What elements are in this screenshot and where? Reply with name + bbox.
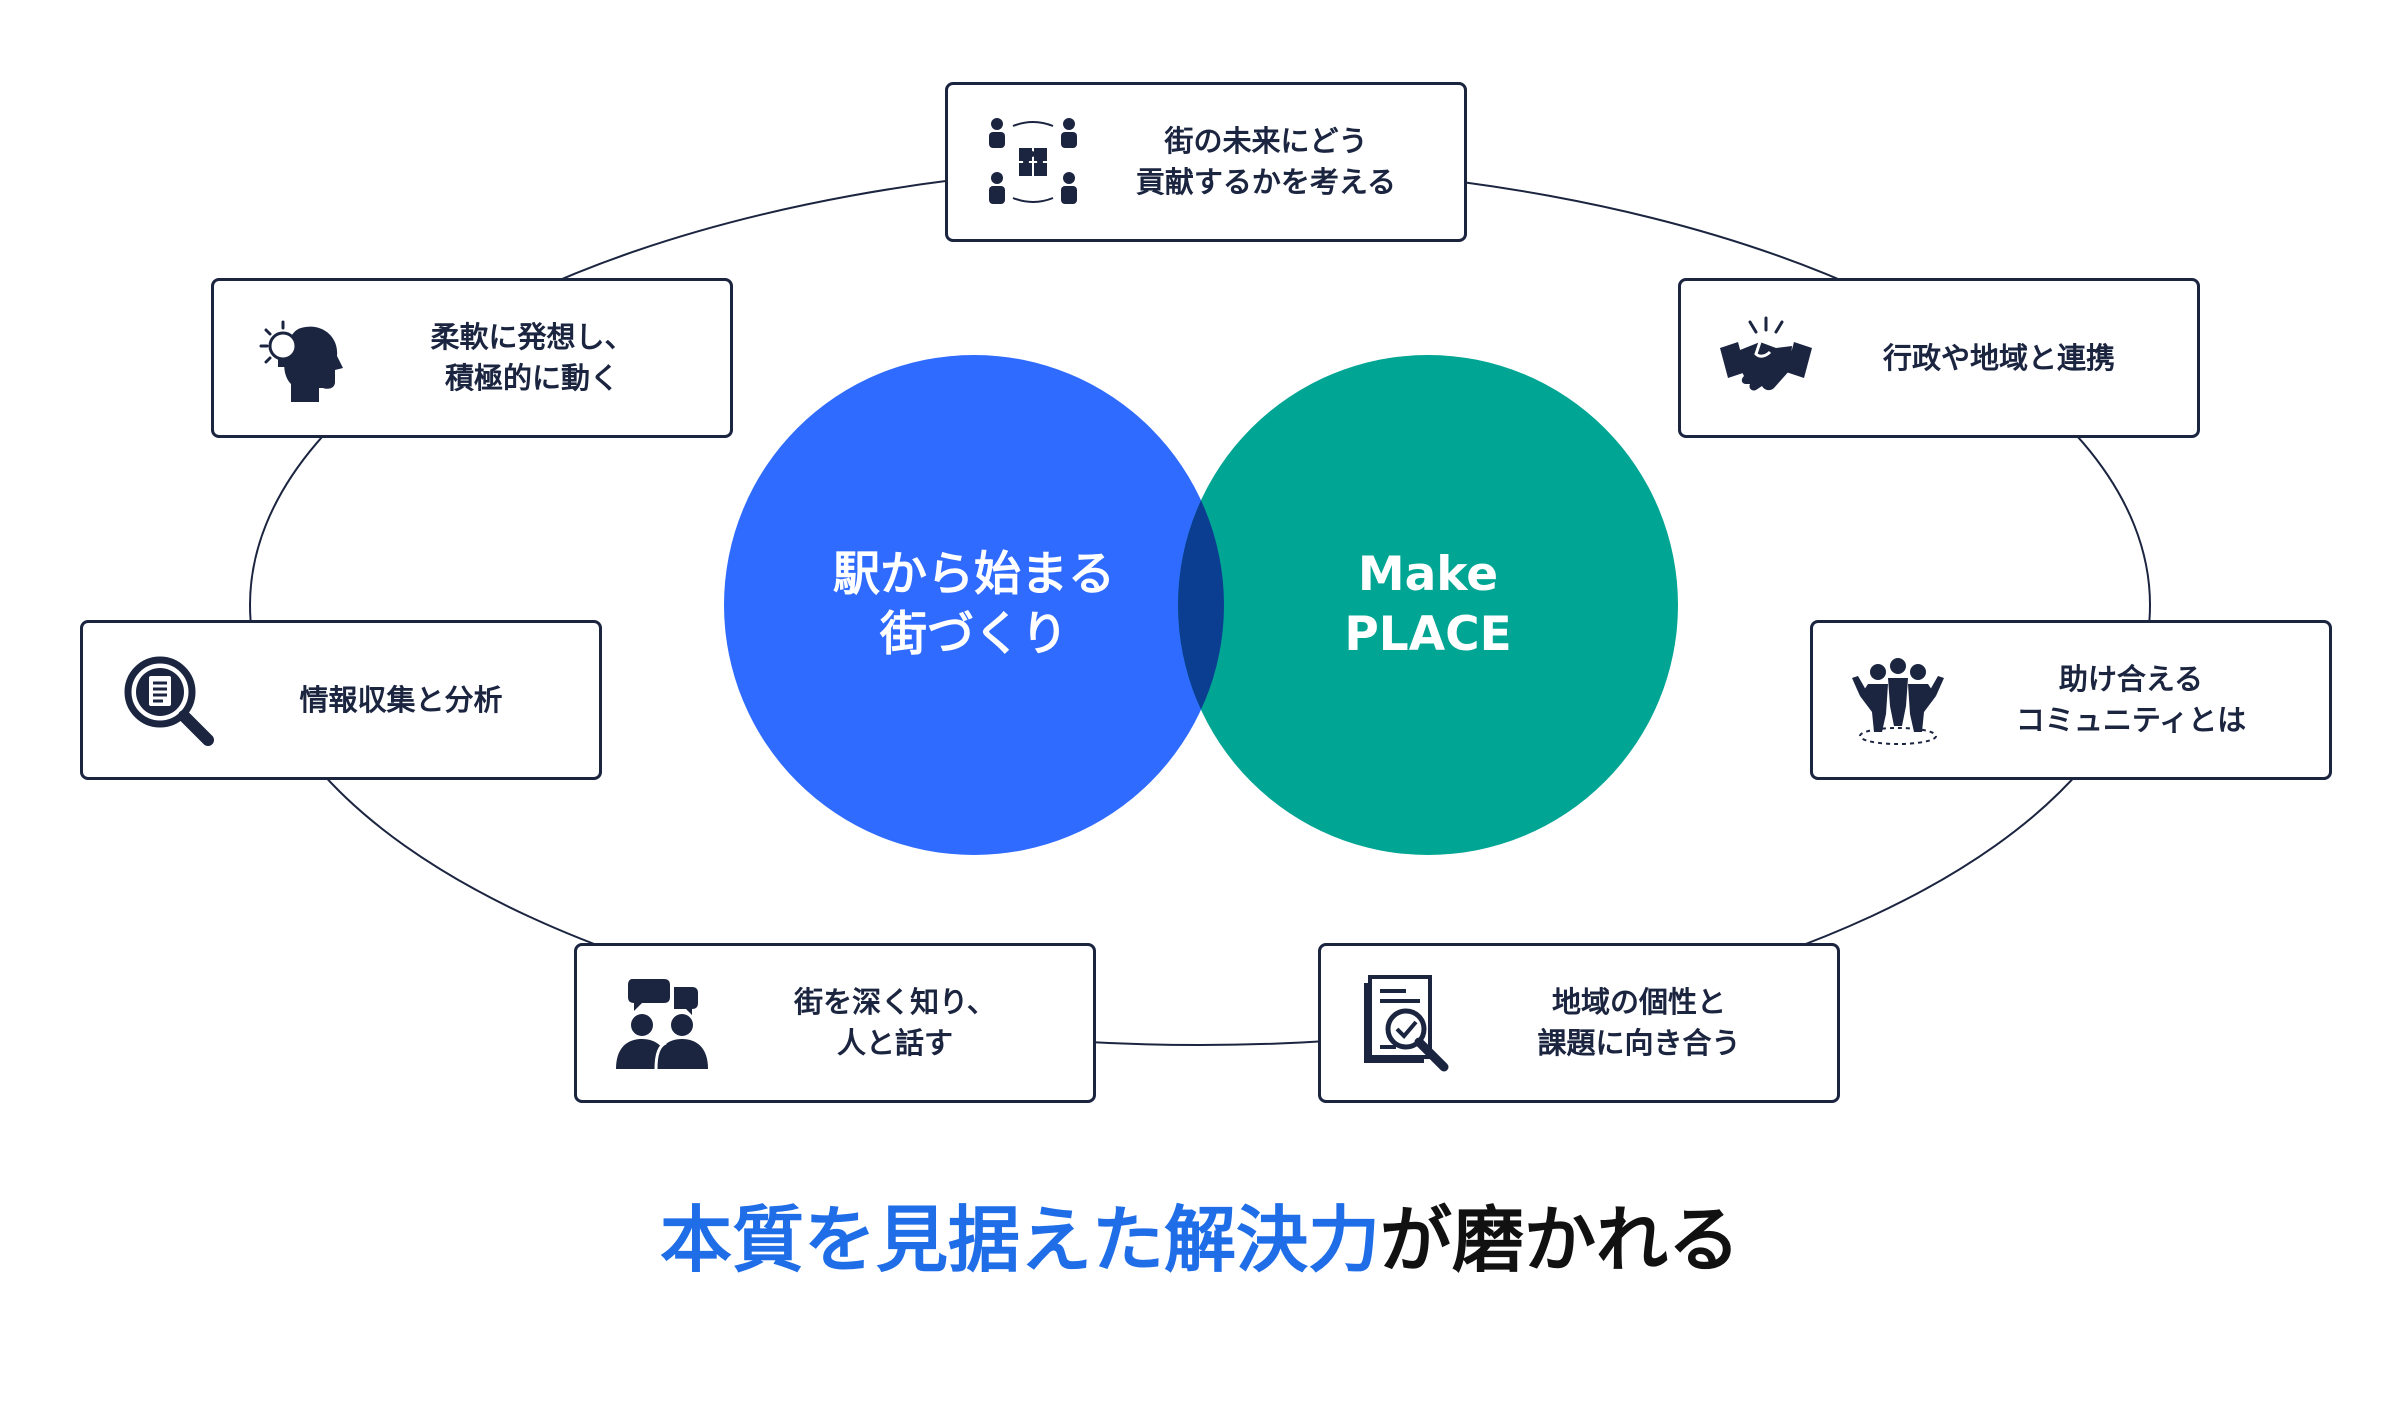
people-talk-icon <box>607 968 717 1078</box>
card-upper-left-line2: 積極的に動く <box>444 361 619 395</box>
card-upper-left: 柔軟に発想し、 積極的に動く <box>211 278 733 438</box>
card-mid-left: 情報収集と分析 <box>80 620 602 780</box>
card-bottom-right-text: 地域の個性と 課題に向き合う <box>1461 982 1837 1064</box>
card-bottom-right: 地域の個性と 課題に向き合う <box>1318 943 1840 1103</box>
conclusion-rest: が磨かれる <box>1380 1198 1741 1282</box>
card-mid-right-line2: コミュニティとは <box>2015 703 2247 737</box>
idea-head-icon <box>244 303 354 413</box>
card-top-line2: 貢献するかを考える <box>1135 165 1397 199</box>
card-mid-right-text: 助け合える コミュニティとは <box>1953 659 2329 741</box>
card-upper-left-text: 柔軟に発想し、 積極的に動く <box>354 317 730 399</box>
card-top-text: 街の未来にどう 貢献するかを考える <box>1088 121 1464 203</box>
card-upper-left-line1: 柔軟に発想し、 <box>430 320 634 354</box>
right-circle-line1: Make <box>1357 547 1499 602</box>
card-bottom-left-text: 街を深く知り、 人と話す <box>717 982 1093 1064</box>
card-bottom-left-line1: 街を深く知り、 <box>794 985 996 1019</box>
card-bottom-left: 街を深く知り、 人と話す <box>574 943 1096 1103</box>
left-circle-line2: 街づくり <box>880 607 1068 662</box>
card-upper-right-text: 行政や地域と連携 <box>1821 338 2197 379</box>
right-circle <box>1178 355 1678 855</box>
card-upper-right: 行政や地域と連携 <box>1678 278 2200 438</box>
card-mid-right-line1: 助け合える <box>2058 662 2204 696</box>
card-top-line1: 街の未来にどう <box>1164 124 1368 158</box>
card-bottom-right-line1: 地域の個性と <box>1551 985 1726 1019</box>
left-circle <box>724 355 1224 855</box>
left-circle-label: 駅から始まる 街づくり <box>774 545 1174 665</box>
card-bottom-left-line2: 人と話す <box>836 1026 953 1060</box>
card-bottom-right-line2: 課題に向き合う <box>1537 1026 1741 1060</box>
report-review-icon <box>1351 968 1461 1078</box>
puzzle-team-icon <box>978 107 1088 217</box>
community-icon <box>1843 645 1953 755</box>
card-mid-right: 助け合える コミュニティとは <box>1810 620 2332 780</box>
conclusion-text: 本質を見据えた解決力が磨かれる <box>0 1195 2400 1285</box>
left-circle-line1: 駅から始まる <box>833 547 1115 602</box>
document-search-icon <box>113 645 223 755</box>
right-circle-label: Make PLACE <box>1228 545 1628 665</box>
right-circle-line2: PLACE <box>1344 607 1512 662</box>
conclusion-highlight: 本質を見据えた解決力 <box>659 1198 1380 1282</box>
card-upper-right-line1: 行政や地域と連携 <box>1882 340 2115 375</box>
card-top: 街の未来にどう 貢献するかを考える <box>945 82 1467 242</box>
card-mid-left-line1: 情報収集と分析 <box>299 682 503 717</box>
handshake-icon <box>1711 303 1821 413</box>
card-mid-left-text: 情報収集と分析 <box>223 680 599 721</box>
